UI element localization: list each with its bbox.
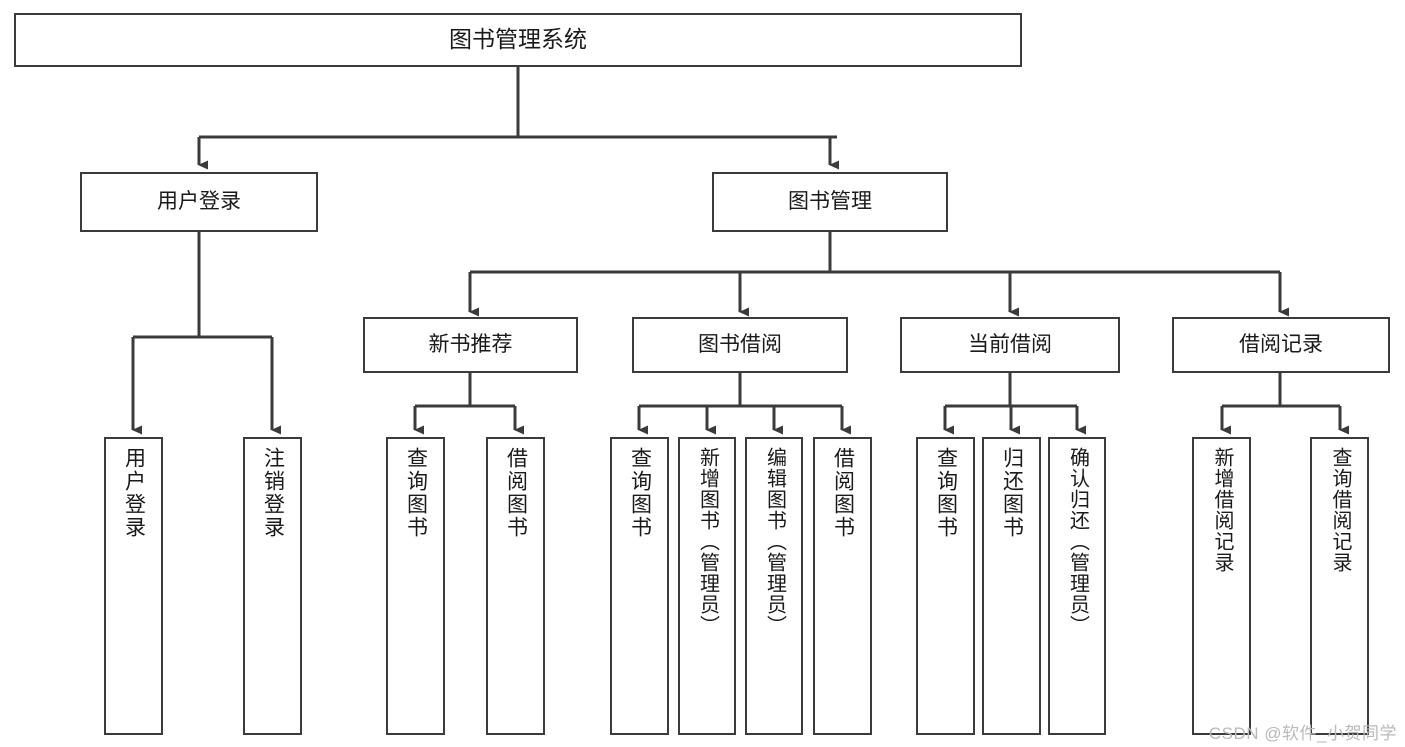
node-current-borrow[interactable]: 当前借阅 xyxy=(900,317,1120,373)
leaf-current-borrow-confirm-return-admin[interactable]: 确认归还（管理员） xyxy=(1048,437,1106,735)
node-label: 借阅图书 xyxy=(504,447,528,539)
node-label: 图书借阅 xyxy=(698,332,782,356)
node-label: 新书推荐 xyxy=(428,332,513,356)
node-label: 用户登录 xyxy=(122,447,146,539)
leaf-user-login-logout[interactable]: 注销登录 xyxy=(243,437,302,735)
node-label: 查询图书 xyxy=(934,447,958,539)
node-book-management[interactable]: 图书管理 xyxy=(712,172,948,232)
leaf-book-borrow-query-book[interactable]: 查询图书 xyxy=(610,437,669,735)
leaf-book-borrow-edit-book-admin[interactable]: 编辑图书（管理员） xyxy=(745,437,803,735)
node-label: 新增借阅记录 xyxy=(1211,447,1233,573)
node-label: 确认归还（管理员） xyxy=(1066,447,1089,636)
leaf-user-login-login[interactable]: 用户登录 xyxy=(104,437,163,735)
node-label: 注销登录 xyxy=(261,447,285,539)
node-label: 查询图书 xyxy=(628,447,652,539)
node-label: 查询借阅记录 xyxy=(1329,447,1351,573)
node-label: 归还图书 xyxy=(1000,447,1024,539)
leaf-book-borrow-borrow-book[interactable]: 借阅图书 xyxy=(813,437,872,735)
node-user-login[interactable]: 用户登录 xyxy=(80,172,318,232)
leaf-book-borrow-add-book-admin[interactable]: 新增图书（管理员） xyxy=(678,437,736,735)
node-label: 图书管理 xyxy=(788,189,872,213)
node-label: 借阅图书 xyxy=(831,447,855,539)
node-label: 新增图书（管理员） xyxy=(696,447,719,636)
node-label: 查询图书 xyxy=(404,447,428,539)
node-label: 当前借阅 xyxy=(968,332,1052,356)
leaf-new-book-query-book[interactable]: 查询图书 xyxy=(386,437,445,735)
node-label: 图书管理系统 xyxy=(449,26,587,53)
node-label: 借阅记录 xyxy=(1239,332,1323,356)
leaf-current-borrow-query-book[interactable]: 查询图书 xyxy=(916,437,975,735)
leaf-borrow-record-query-record[interactable]: 查询借阅记录 xyxy=(1310,437,1369,735)
node-label: 用户登录 xyxy=(157,189,241,213)
watermark-text: CSDN @软件_小贺同学 xyxy=(1208,724,1397,743)
leaf-new-book-borrow-book[interactable]: 借阅图书 xyxy=(486,437,545,735)
node-new-book-recommend[interactable]: 新书推荐 xyxy=(363,317,578,373)
node-borrow-record[interactable]: 借阅记录 xyxy=(1172,317,1390,373)
node-root-book-management-system[interactable]: 图书管理系统 xyxy=(14,13,1022,67)
node-label: 编辑图书（管理员） xyxy=(763,447,786,636)
leaf-borrow-record-add-record[interactable]: 新增借阅记录 xyxy=(1192,437,1251,735)
node-book-borrow[interactable]: 图书借阅 xyxy=(632,317,848,373)
leaf-current-borrow-return-book[interactable]: 归还图书 xyxy=(982,437,1041,735)
